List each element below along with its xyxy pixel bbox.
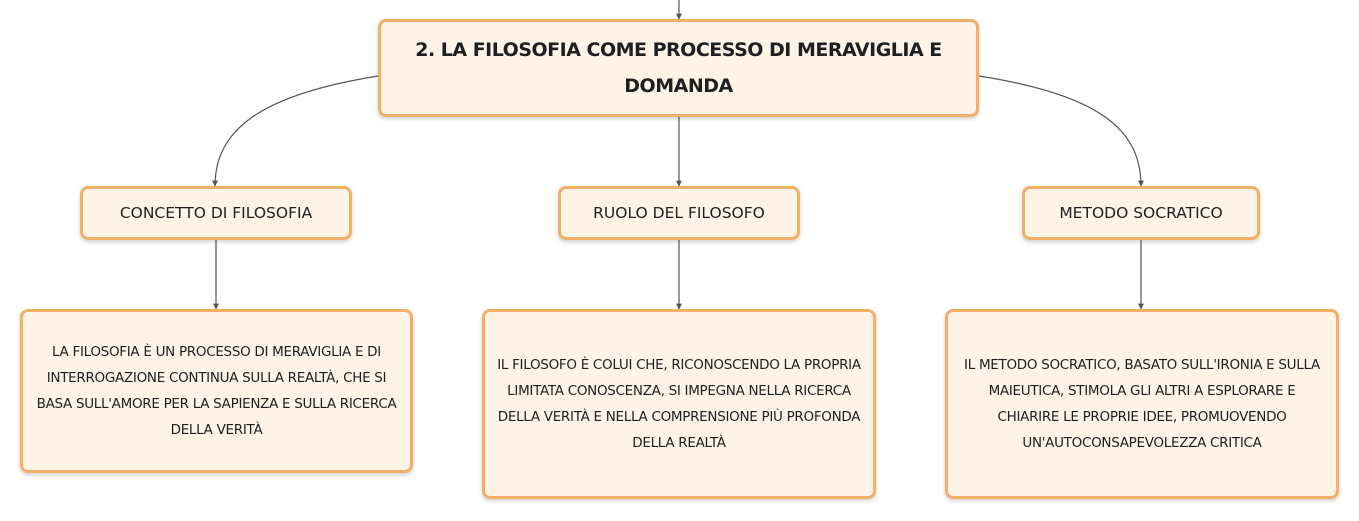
detail-concetto-di-filosofia[interactable]: LA FILOSOFIA È UN PROCESSO DI MERAVIGLIA… bbox=[20, 309, 413, 473]
detail-ruolo-del-filosofo[interactable]: IL FILOSOFO È COLUI CHE, RICONOSCENDO LA… bbox=[482, 309, 876, 499]
topic-label: METODO SOCRATICO bbox=[1059, 204, 1223, 222]
connector-root-metodo bbox=[978, 75, 1144, 187]
connector-root-concetto bbox=[212, 75, 379, 187]
detail-metodo-socratico[interactable]: IL METODO SOCRATICO, BASATO SULL'IRONIA … bbox=[945, 309, 1339, 499]
topic-metodo-socratico[interactable]: METODO SOCRATICO bbox=[1022, 186, 1260, 240]
detail-text: IL FILOSOFO È COLUI CHE, RICONOSCENDO LA… bbox=[497, 357, 861, 451]
root-topic-title: 2. LA FILOSOFIA COME PROCESSO DI MERAVIG… bbox=[415, 39, 942, 97]
root-topic-node[interactable]: 2. LA FILOSOFIA COME PROCESSO DI MERAVIG… bbox=[378, 19, 979, 117]
topic-ruolo-del-filosofo[interactable]: RUOLO DEL FILOSOFO bbox=[558, 186, 800, 240]
topic-concetto-di-filosofia[interactable]: CONCETTO DI FILOSOFIA bbox=[80, 186, 352, 240]
topic-label: CONCETTO DI FILOSOFIA bbox=[119, 204, 313, 222]
detail-text: LA FILOSOFIA È UN PROCESSO DI MERAVIGLIA… bbox=[36, 344, 397, 438]
topic-label: RUOLO DEL FILOSOFO bbox=[593, 204, 765, 222]
detail-text: IL METODO SOCRATICO, BASATO SULL'IRONIA … bbox=[964, 357, 1320, 451]
